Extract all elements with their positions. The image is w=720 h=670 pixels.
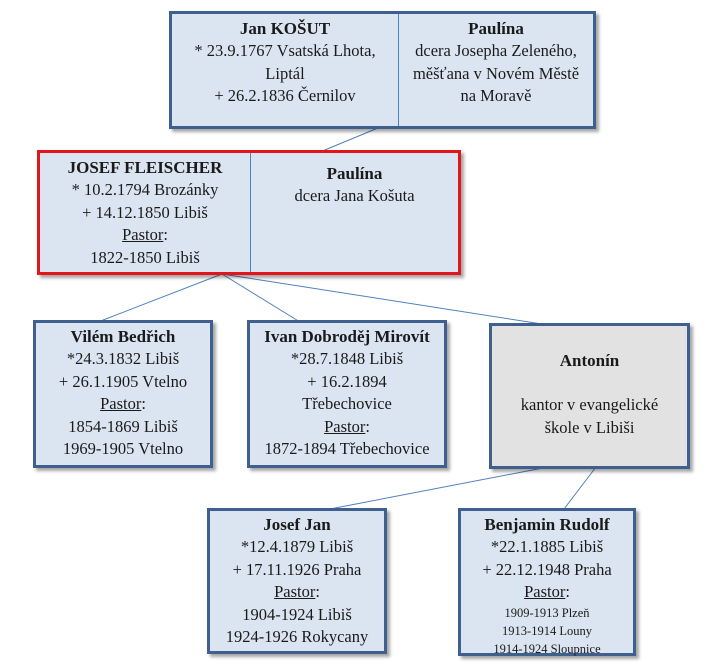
service-entry: 1854-1869 Libiš bbox=[68, 416, 178, 436]
person-box-josef-jan: Josef Jan *12.4.1879 Libiš + 17.11.1926 … bbox=[207, 508, 387, 654]
couple-box-fleischer: JOSEF FLEISCHER * 10.2.1794 Brozánky + 1… bbox=[37, 150, 461, 275]
service-entry: 1872-1894 Třebechovice bbox=[264, 439, 430, 458]
role-colon: : bbox=[163, 225, 168, 244]
role-label: Pastor bbox=[122, 225, 164, 244]
couple-box-kosut: Jan KOŠUT * 23.9.1767 Vsatská Lhota, Lip… bbox=[169, 11, 596, 129]
person-detail: kantor v evangelické bbox=[520, 395, 659, 414]
person-born: *28.7.1848 Libiš bbox=[290, 349, 404, 368]
person-born: * 10.2.1794 Brozánky bbox=[71, 180, 219, 199]
service-entry: 1969-1905 Vtelno bbox=[62, 439, 184, 458]
person-name: Antonín bbox=[559, 351, 620, 370]
person-died: + 16.2.1894 bbox=[307, 371, 387, 391]
person-name: Jan KOŠUT bbox=[239, 19, 331, 38]
connector-main-to-ivan bbox=[221, 273, 301, 323]
role-colon: : bbox=[565, 582, 570, 601]
service-entry: 1822-1850 Libiš bbox=[90, 247, 200, 267]
service-entry: 1909-1913 Plzeň bbox=[504, 605, 590, 620]
person-detail: Liptál bbox=[265, 63, 305, 83]
person-jan-kosut: Jan KOŠUT * 23.9.1767 Vsatská Lhota, Lip… bbox=[172, 14, 398, 126]
person-name: Paulína bbox=[468, 19, 524, 38]
connector-main-to-vilem bbox=[97, 273, 223, 323]
role-colon: : bbox=[315, 582, 320, 601]
person-detail: škole v Libiši bbox=[544, 417, 635, 437]
connector-antonin-to-josef bbox=[329, 466, 549, 510]
role-label: Pastor bbox=[524, 582, 566, 601]
person-detail: dcera Jana Košuta bbox=[294, 186, 415, 205]
person-box-antonin: Antonín kantor v evangelické škole v Lib… bbox=[489, 323, 690, 469]
person-detail: * 23.9.1767 Vsatská Lhota, bbox=[194, 41, 376, 60]
person-box-ivan-dobrodej-mirovit: Ivan Dobroděj Mirovít *28.7.1848 Libiš +… bbox=[247, 320, 447, 468]
connector-main-to-antonin bbox=[221, 273, 549, 326]
role-label: Pastor bbox=[100, 394, 142, 413]
role-label: Pastor bbox=[274, 582, 316, 601]
person-name: Vilém Bedřich bbox=[70, 327, 176, 346]
connector-antonin-to-benjamin bbox=[563, 466, 597, 510]
service-entry: 1924-1926 Rokycany bbox=[225, 627, 369, 646]
person-name: Ivan Dobroděj Mirovít bbox=[264, 327, 430, 346]
role-colon: : bbox=[365, 416, 370, 436]
person-name: JOSEF FLEISCHER bbox=[67, 158, 223, 177]
spouse-divider bbox=[250, 153, 251, 272]
person-paulina-kosutova: Paulína dcera Jana Košuta bbox=[251, 153, 458, 272]
role-colon: : bbox=[141, 394, 146, 413]
person-name: Paulína bbox=[326, 164, 383, 183]
person-box-vilem-bedrich: Vilém Bedřich *24.3.1832 Libiš + 26.1.19… bbox=[33, 320, 213, 468]
connector-top-to-main bbox=[319, 127, 379, 153]
person-box-benjamin-rudolf: Benjamin Rudolf *22.1.1885 Libiš + 22.12… bbox=[458, 508, 636, 656]
person-detail: dcera Josepha Zeleného, bbox=[415, 41, 577, 60]
person-died: + 17.11.1926 Praha bbox=[232, 559, 362, 579]
person-name: Benjamin Rudolf bbox=[484, 515, 610, 534]
service-entry: 1913-1914 Louny bbox=[502, 623, 592, 638]
person-born: *12.4.1879 Libiš bbox=[240, 537, 354, 556]
person-josef-fleischer: JOSEF FLEISCHER * 10.2.1794 Brozánky + 1… bbox=[40, 153, 250, 272]
role-label: Pastor bbox=[324, 416, 366, 436]
person-born: *22.1.1885 Libiš bbox=[490, 537, 604, 556]
person-detail: na Moravě bbox=[460, 86, 532, 105]
person-born: *24.3.1832 Libiš bbox=[66, 349, 180, 368]
service-entry: 1914-1924 Sloupnice bbox=[493, 641, 601, 656]
person-paulina-zelena: Paulína dcera Josepha Zeleného, měšťana … bbox=[399, 14, 593, 126]
person-died-place: Třebechovice bbox=[302, 394, 392, 413]
person-name: Josef Jan bbox=[263, 515, 331, 534]
person-detail: + 26.2.1836 Černilov bbox=[214, 86, 356, 105]
person-died: + 26.1.1905 Vtelno bbox=[58, 371, 188, 391]
service-entry: 1904-1924 Libiš bbox=[242, 604, 352, 624]
spouse-divider bbox=[398, 14, 399, 126]
person-died: + 22.12.1948 Praha bbox=[482, 559, 612, 579]
person-detail: měšťana v Novém Městě bbox=[412, 63, 580, 83]
person-died: + 14.12.1850 Libiš bbox=[82, 202, 208, 222]
